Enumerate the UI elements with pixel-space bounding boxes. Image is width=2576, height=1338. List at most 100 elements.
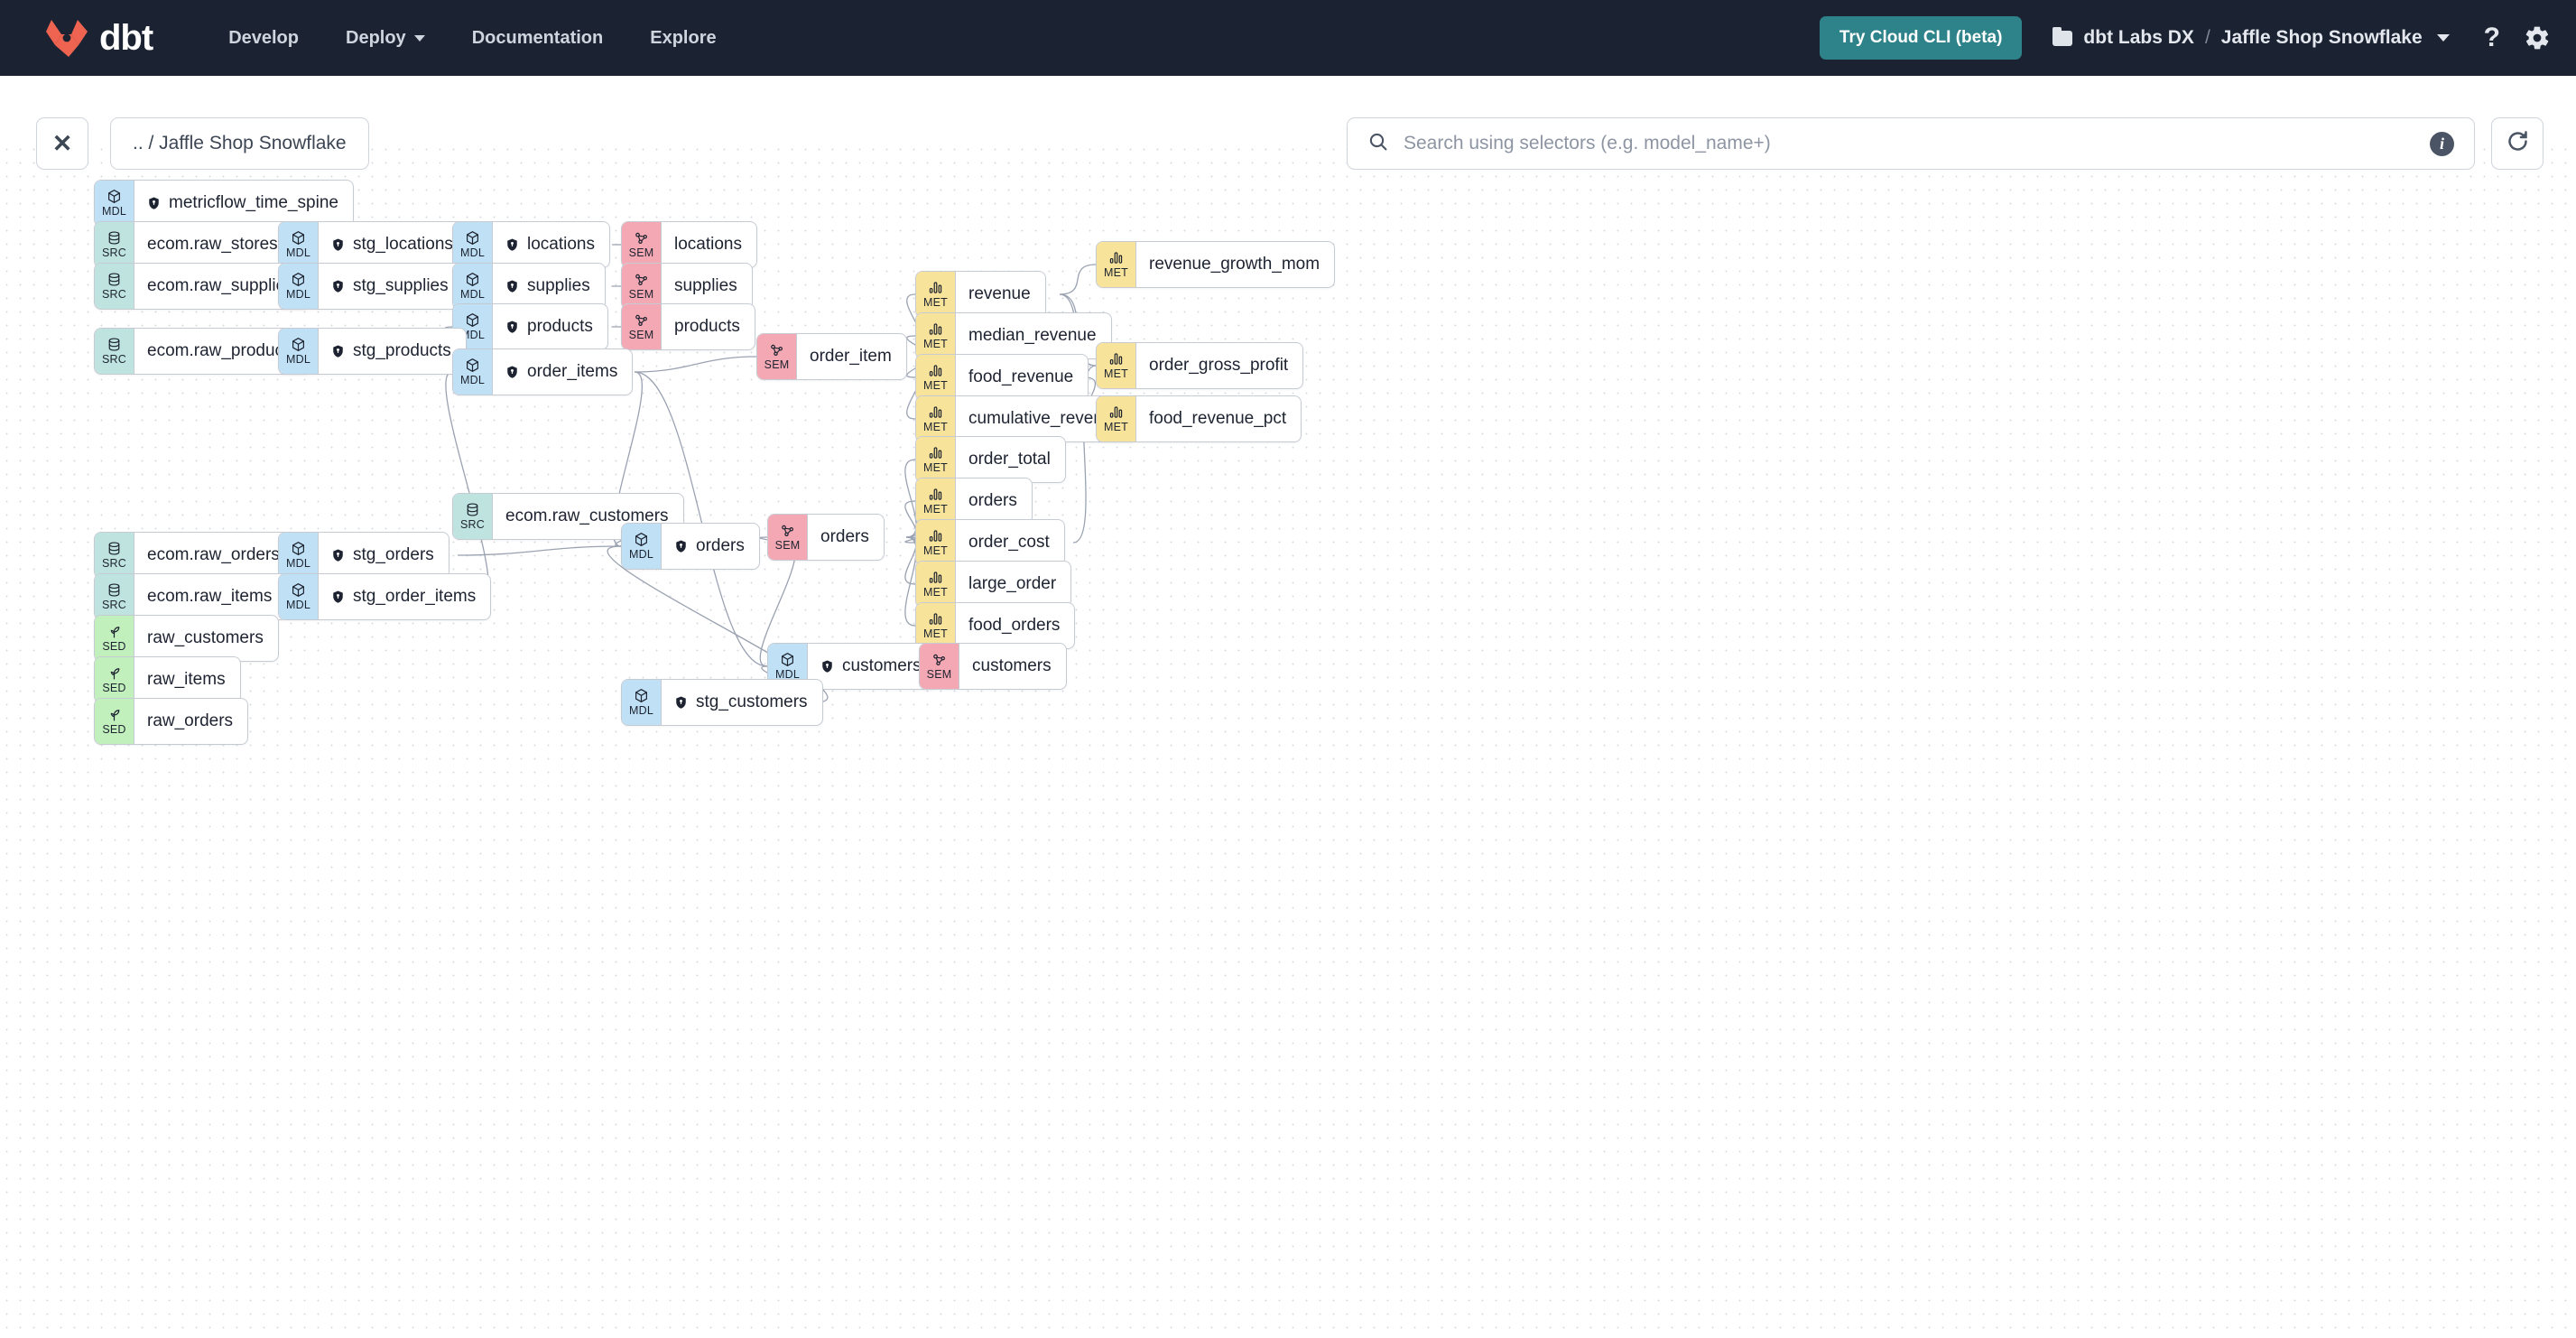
nav-link-explore[interactable]: Explore bbox=[626, 19, 739, 58]
chevron-down-icon[interactable] bbox=[2436, 34, 2450, 42]
node-type-label: SEM bbox=[628, 288, 654, 302]
node-label-wrap: supplies bbox=[662, 264, 752, 309]
mdl-type-icon bbox=[634, 531, 649, 548]
src-type-icon bbox=[465, 501, 480, 518]
mdl-type-icon bbox=[634, 687, 649, 704]
help-icon[interactable]: ? bbox=[2483, 23, 2500, 52]
node-label-wrap: food_revenue bbox=[956, 355, 1088, 400]
met-type-icon bbox=[928, 569, 943, 586]
try-cloud-cli-button[interactable]: Try Cloud CLI (beta) bbox=[1819, 16, 2023, 60]
account-name[interactable]: dbt Labs DX bbox=[2083, 27, 2194, 48]
node-type-label: SRC bbox=[102, 557, 126, 571]
node-label-wrap: ecom.raw_stores bbox=[134, 222, 292, 267]
project-name[interactable]: Jaffle Shop Snowflake bbox=[2220, 27, 2423, 48]
shield-icon bbox=[505, 279, 519, 293]
node-type-badge-met: MET bbox=[916, 603, 956, 648]
graph-node-raw_orders[interactable]: SED raw_orders bbox=[94, 698, 249, 745]
node-type-badge-src: SRC bbox=[95, 222, 134, 267]
nav-link-develop[interactable]: Develop bbox=[205, 19, 322, 58]
node-name: ecom.raw_stores bbox=[147, 235, 278, 254]
node-label-wrap: products bbox=[662, 304, 755, 349]
search-bar[interactable]: i bbox=[1347, 117, 2475, 170]
breadcrumb-button[interactable]: .. / Jaffle Shop Snowflake bbox=[110, 117, 369, 170]
graph-node-supplies_sem[interactable]: SEM supplies bbox=[621, 263, 753, 310]
mdl-type-icon bbox=[107, 188, 122, 205]
node-label-wrap: raw_orders bbox=[134, 699, 247, 744]
graph-node-metricflow_time_spine[interactable]: MDL metricflow_time_spine bbox=[94, 180, 354, 227]
info-icon[interactable]: i bbox=[2430, 131, 2454, 156]
node-type-label: SEM bbox=[926, 668, 952, 682]
node-type-badge-met: MET bbox=[916, 520, 956, 565]
navbar-right: Try Cloud CLI (beta) dbt Labs DX / Jaffl… bbox=[1819, 16, 2551, 60]
search-input[interactable] bbox=[1404, 133, 2430, 154]
nav-link-documentation[interactable]: Documentation bbox=[449, 19, 627, 58]
node-label-wrap: metricflow_time_spine bbox=[134, 181, 353, 226]
node-type-label: MDL bbox=[460, 246, 485, 260]
node-type-label: MDL bbox=[629, 548, 653, 562]
node-type-label: SED bbox=[102, 723, 126, 737]
node-type-label: SRC bbox=[102, 288, 126, 302]
refresh-button[interactable] bbox=[2491, 117, 2544, 170]
shield-icon bbox=[331, 548, 345, 562]
node-type-label: MDL bbox=[102, 205, 126, 218]
node-type-label: MDL bbox=[629, 704, 653, 718]
node-type-label: MET bbox=[923, 586, 948, 599]
node-label-wrap: stg_products bbox=[319, 329, 466, 374]
brand[interactable]: dbt bbox=[45, 17, 153, 59]
node-type-badge-sem: SEM bbox=[622, 304, 662, 349]
graph-node-ecom_raw_orders[interactable]: SRC ecom.raw_orders bbox=[94, 532, 295, 579]
nav-link-deploy[interactable]: Deploy bbox=[322, 19, 449, 58]
node-type-badge-mdl: MDL bbox=[279, 533, 319, 578]
node-type-label: MET bbox=[923, 338, 948, 351]
node-label-wrap: ecom.raw_orders bbox=[134, 533, 294, 578]
node-type-badge-mdl: MDL bbox=[279, 264, 319, 309]
nav-label: Deploy bbox=[346, 27, 406, 48]
src-type-icon bbox=[107, 581, 122, 599]
sem-type-icon bbox=[634, 271, 649, 288]
node-name: locations bbox=[674, 235, 742, 254]
node-type-badge-met: MET bbox=[916, 272, 956, 317]
node-type-badge-sem: SEM bbox=[920, 644, 959, 689]
node-name: raw_items bbox=[147, 670, 226, 689]
node-type-badge-met: MET bbox=[1097, 396, 1136, 441]
node-type-badge-mdl: MDL bbox=[279, 329, 319, 374]
close-button[interactable]: ✕ bbox=[36, 117, 88, 170]
shield-icon bbox=[331, 237, 345, 252]
graph-node-ecom_raw_stores[interactable]: SRC ecom.raw_stores bbox=[94, 221, 293, 268]
node-label-wrap: stg_locations bbox=[319, 222, 468, 267]
gear-icon[interactable] bbox=[2524, 24, 2551, 51]
